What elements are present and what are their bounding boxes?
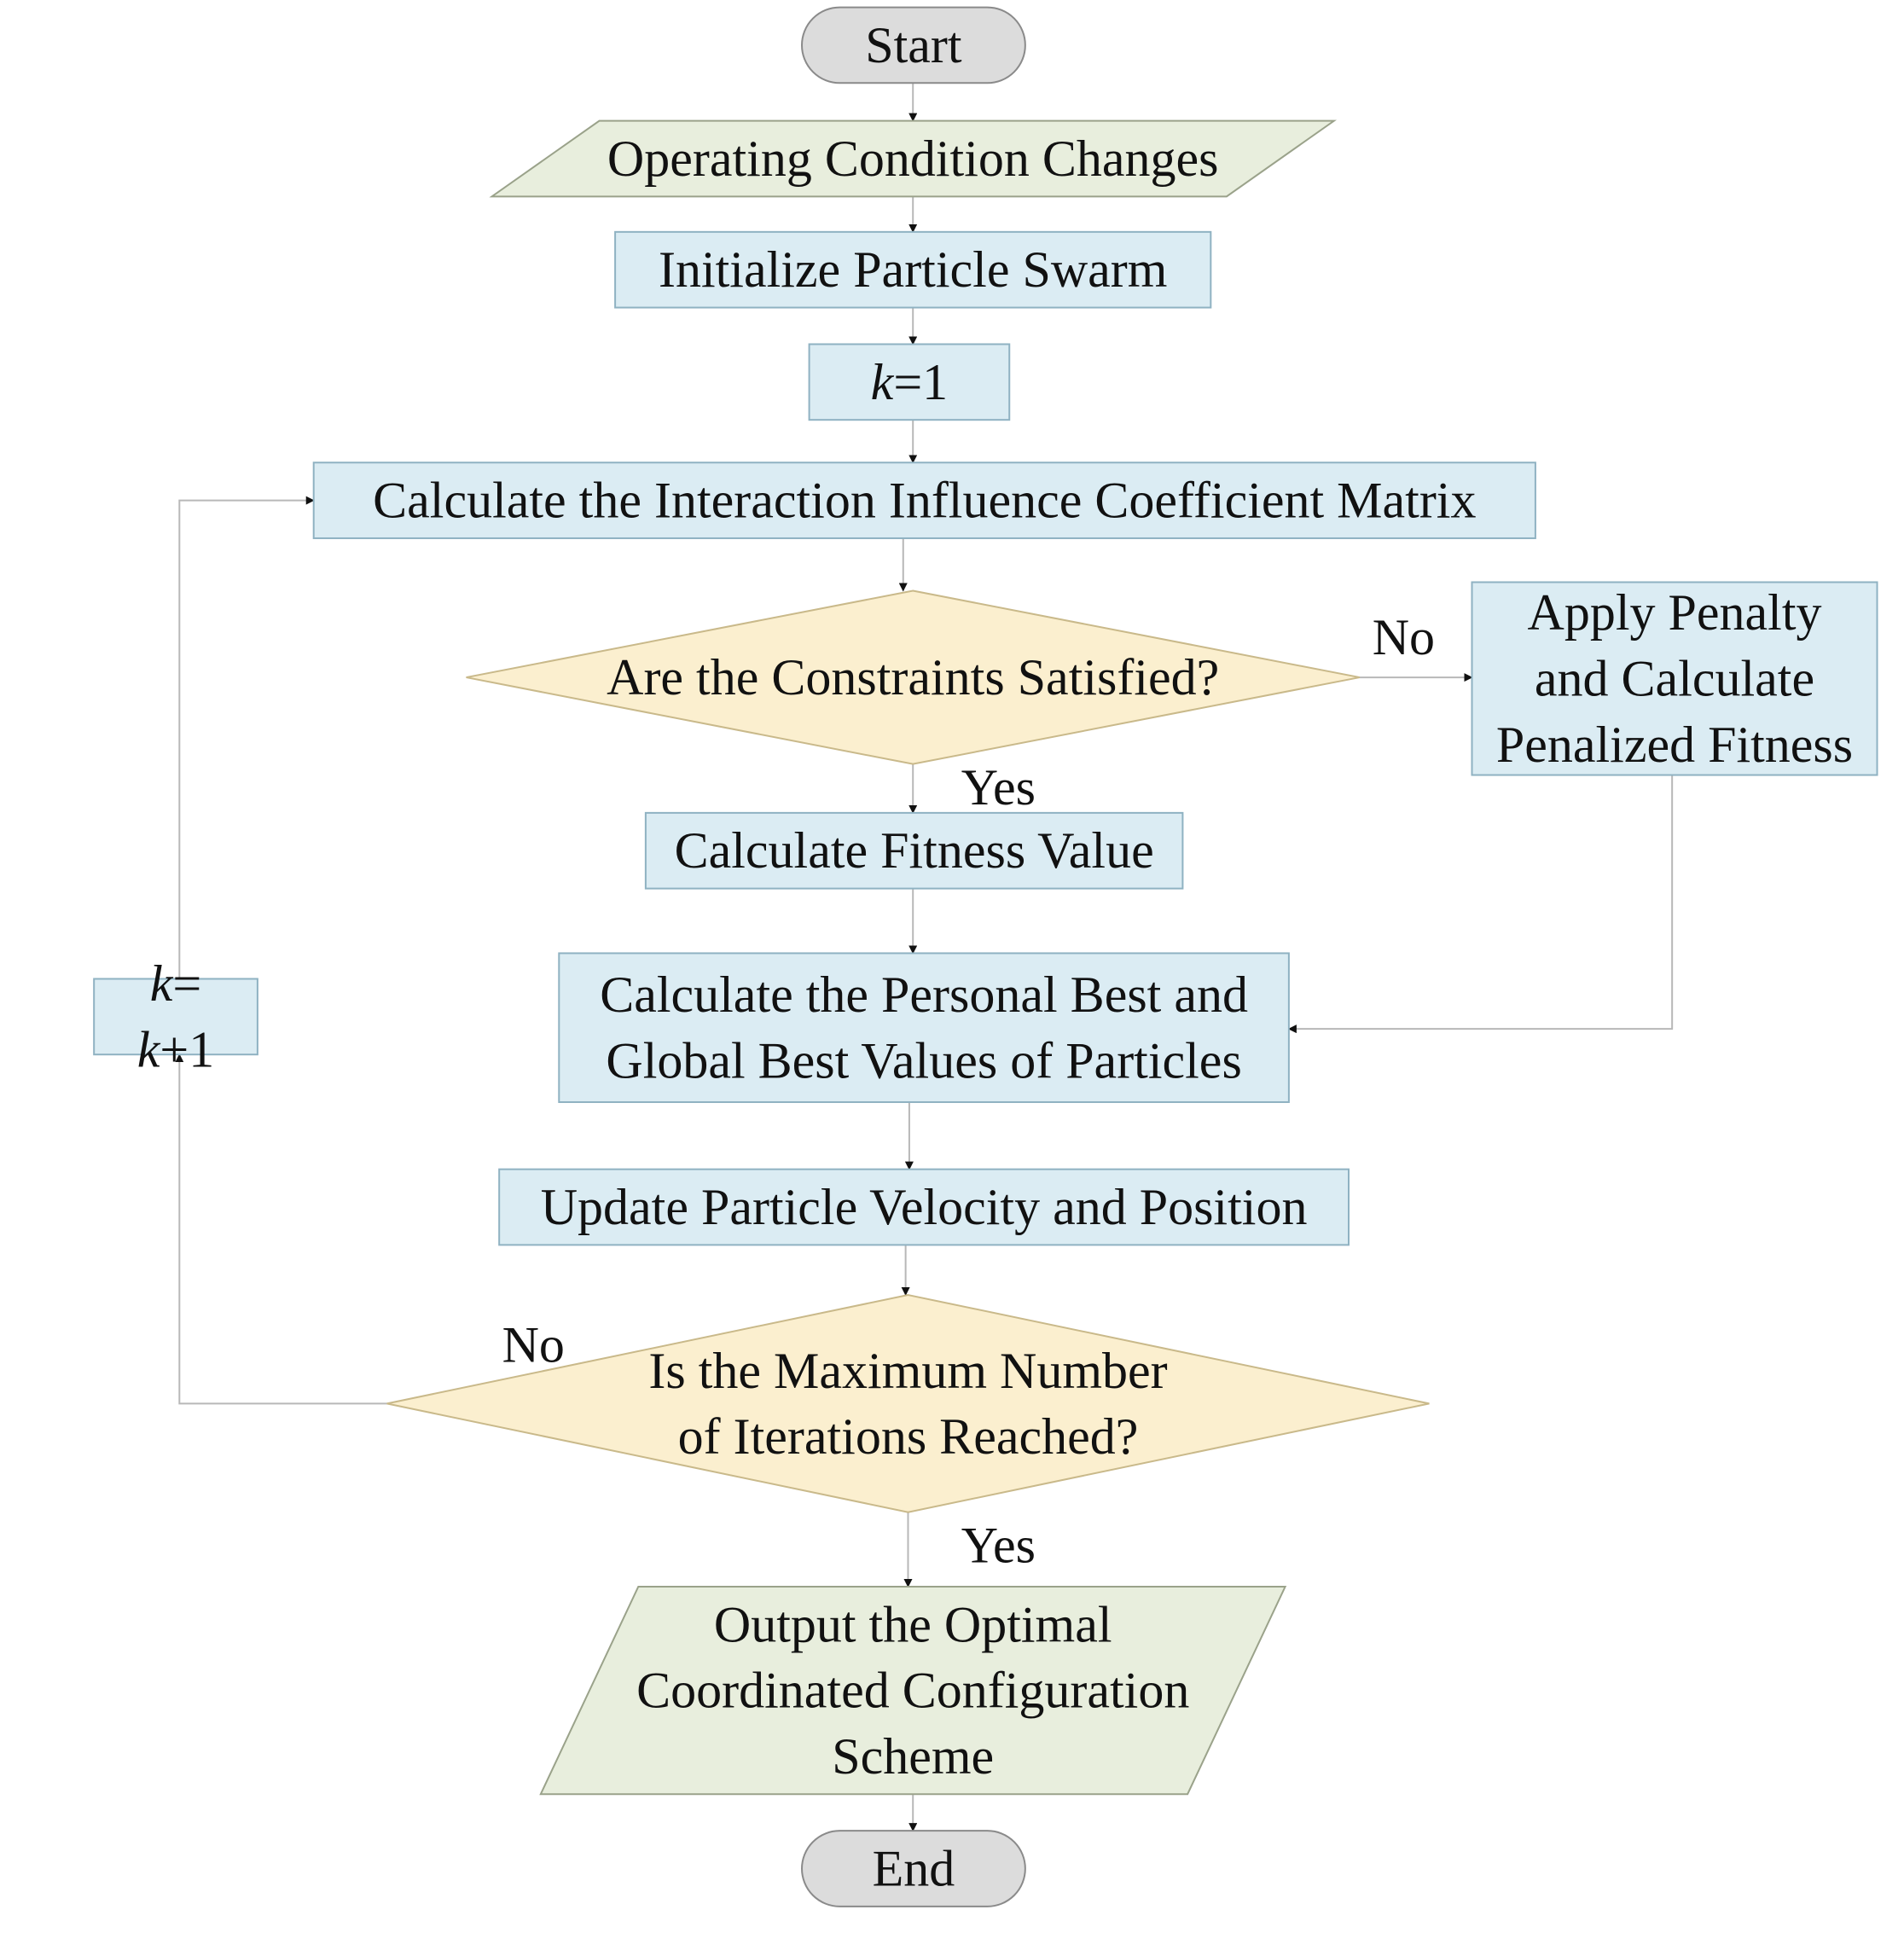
k-init-label: k=1 xyxy=(871,354,948,410)
interaction-matrix-node: Calculate the Interaction Influence Coef… xyxy=(312,461,1536,539)
update-velocity-label: Update Particle Velocity and Position xyxy=(541,1179,1308,1235)
k-increment-label: k+1 xyxy=(137,1021,214,1077)
connectors xyxy=(175,83,1674,1832)
personal-global-best-label: Calculate the Personal Best and xyxy=(600,966,1248,1023)
interaction-matrix-label: Calculate the Interaction Influence Coef… xyxy=(373,473,1476,529)
operating-condition-label: Operating Condition Changes xyxy=(607,131,1219,187)
personal-global-best-label: Global Best Values of Particles xyxy=(606,1032,1241,1088)
apply-penalty-label: Penalized Fitness xyxy=(1496,717,1853,773)
output_scheme-io-shape xyxy=(539,1586,1287,1796)
max_iterations_check-decision-shape xyxy=(386,1294,1430,1513)
apply_penalty-process-shape xyxy=(1471,581,1878,776)
initialize-swarm-node: Initialize Particle Swarm xyxy=(614,230,1212,309)
constraints-yes-label: Yes xyxy=(961,759,1036,816)
update_velocity-process-shape xyxy=(498,1168,1350,1246)
fitness-value-node: Calculate Fitness Value xyxy=(644,811,1184,890)
initialize_swarm-process-shape xyxy=(614,230,1212,309)
max-iterations-check-node: Is the Maximum Number of Iterations Reach… xyxy=(386,1294,1430,1513)
max-iterations-check-label: Is the Maximum Number xyxy=(648,1343,1167,1399)
start-node: Start xyxy=(801,6,1026,84)
personal_global_best-process-shape xyxy=(558,952,1290,1103)
constraints-check-node: Are the Constraints Satisfied? xyxy=(466,589,1361,765)
edge-penalty-to-best xyxy=(1287,775,1674,1034)
k_init-process-shape xyxy=(808,343,1011,421)
apply-penalty-label: and Calculate xyxy=(1535,651,1814,707)
apply-penalty-label: Apply Penalty xyxy=(1528,584,1822,641)
iterations-yes-label: Yes xyxy=(961,1517,1036,1573)
start-terminal-shape xyxy=(801,6,1026,84)
output-scheme-label: Output the Optimal xyxy=(714,1596,1112,1652)
operating_condition-io-shape xyxy=(489,119,1337,198)
k_increment-process-shape xyxy=(93,978,258,1056)
fitness-value-label: Calculate Fitness Value xyxy=(675,822,1154,879)
output-scheme-label: Coordinated Configuration xyxy=(636,1663,1189,1719)
initialize-swarm-label: Initialize Particle Swarm xyxy=(659,241,1167,298)
output-scheme-label: Scheme xyxy=(832,1728,994,1785)
edge-iterations-no-to-increment xyxy=(175,1054,387,1405)
max-iterations-check-label: of Iterations Reached? xyxy=(678,1408,1139,1465)
constraints-check-label: Are the Constraints Satisfied? xyxy=(607,649,1219,705)
end-label: End xyxy=(873,1841,955,1897)
update-velocity-node: Update Particle Velocity and Position xyxy=(498,1168,1350,1246)
end-terminal-shape xyxy=(801,1830,1026,1907)
end-node: End xyxy=(801,1830,1026,1907)
edge-increment-to-matrix xyxy=(178,496,315,979)
constraints_check-decision-shape xyxy=(466,589,1361,765)
start-label: Start xyxy=(865,17,962,73)
k-increment-node: k= k+1 xyxy=(93,955,258,1077)
interaction_matrix-process-shape xyxy=(312,461,1536,539)
k-init-node: k=1 xyxy=(808,343,1011,421)
operating-condition-node: Operating Condition Changes xyxy=(489,119,1337,198)
constraints-no-label: No xyxy=(1373,609,1435,665)
fitness_value-process-shape xyxy=(644,811,1184,890)
k-increment-label: k= xyxy=(150,955,201,1012)
iterations-no-label: No xyxy=(502,1317,565,1373)
